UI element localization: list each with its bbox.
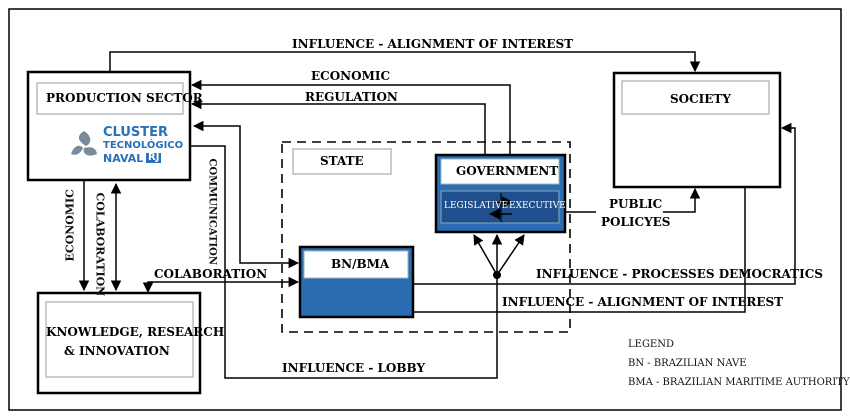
edge-label-colaboration-horizontal: COLABORATION <box>154 267 268 281</box>
edge-label-colaboration-vertical: COLABORATION <box>93 192 107 297</box>
edge-influence-lobby <box>190 145 498 379</box>
edge-label-public-policyes-1: PUBLIC <box>609 197 663 211</box>
edge-label-economic-top: ECONOMIC <box>311 69 391 83</box>
edge-label-communication: COMMUNICATION <box>206 158 218 266</box>
edge-dot-to-gov-right <box>496 234 525 276</box>
edge-communication <box>192 120 300 269</box>
legend-bn: BN - BRAZILIAN NAVE <box>628 358 747 369</box>
bn-bma-title-box <box>303 250 409 279</box>
edge-economic-top <box>190 79 511 155</box>
edge-influence-processes <box>413 122 796 285</box>
logo-line1: CLUSTER <box>103 125 169 140</box>
knowledge-label-line1: KNOWLEDGE, RESEARCH <box>46 325 225 339</box>
legend-title: LEGEND <box>628 339 674 350</box>
edge-dot-to-gov-left <box>473 234 498 276</box>
edge-policy-to-society <box>663 187 701 213</box>
society-title-box <box>621 80 770 115</box>
edge-label-economic-left: ECONOMIC <box>63 189 77 262</box>
legislative-label: LEGISLATIVE <box>444 201 509 211</box>
edge-label-regulation: REGULATION <box>305 90 398 104</box>
production-sector-label: PRODUCTION SECTOR <box>46 91 203 105</box>
edge-influence-alignment-top <box>109 51 701 73</box>
edge-influence-alignment-bottom <box>413 188 746 313</box>
logo-line4: RJ <box>146 152 162 163</box>
legend-bma: BMA - BRAZILIAN MARITIME AUTHORITY <box>628 377 850 388</box>
executive-label: EXECUTIVE <box>509 201 566 211</box>
bn-bma-label: BN/BMA <box>331 257 390 271</box>
edge-label-influence-alignment-top: INFLUENCE - ALIGNMENT OF INTEREST <box>292 37 574 51</box>
edge-label-influence-alignment-bottom: INFLUENCE - ALIGNMENT OF INTEREST <box>502 295 784 309</box>
state-label: STATE <box>320 154 364 168</box>
knowledge-label-line2: & INNOVATION <box>64 344 170 358</box>
logo-line3: NAVAL <box>103 152 144 165</box>
edge-label-influence-processes: INFLUENCE - PROCESSES DEMOCRATICS <box>536 267 823 281</box>
production-sector-title-box <box>36 82 184 115</box>
edge-colaboration-horizontal <box>142 276 300 294</box>
society-label: SOCIETY <box>670 92 731 106</box>
government-label: GOVERNMENT <box>456 164 559 178</box>
state-title-box <box>292 148 392 175</box>
edge-label-public-policyes-2: POLICYES <box>601 215 671 229</box>
edge-label-influence-lobby: INFLUENCE - LOBBY <box>282 361 426 375</box>
government-title-box <box>440 158 560 185</box>
logo-line2: TECNOLÓGICO <box>103 140 184 151</box>
knowledge-inner-box <box>45 301 194 378</box>
outer-frame <box>8 8 842 411</box>
edge-regulation <box>190 98 486 155</box>
